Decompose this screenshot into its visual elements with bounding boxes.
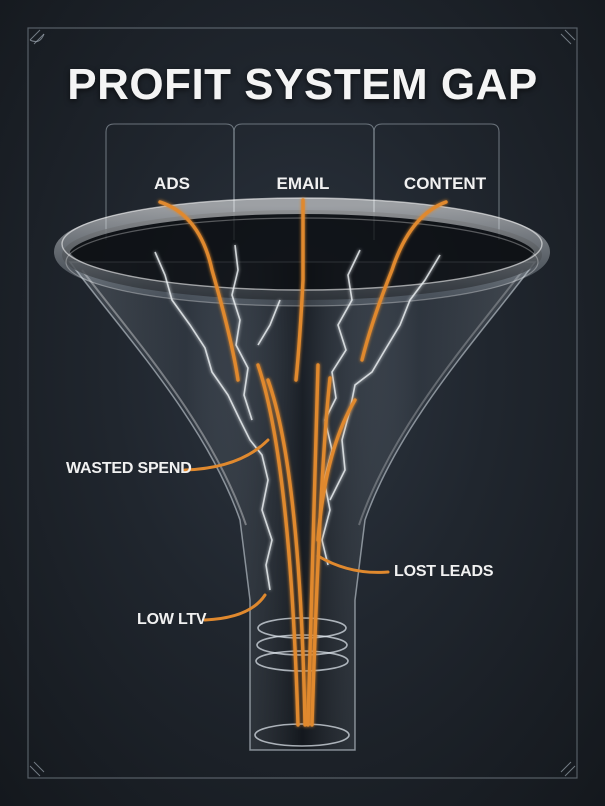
channel-label-ads: ADS bbox=[154, 174, 190, 193]
channel-brackets bbox=[105, 123, 500, 240]
flow-line-2 bbox=[266, 378, 307, 727]
channel-streams bbox=[158, 198, 448, 727]
page-title: PROFIT SYSTEM GAP bbox=[67, 60, 538, 109]
lost-leads-line bbox=[316, 554, 390, 574]
flow-line-1 bbox=[256, 363, 300, 727]
email-stream bbox=[294, 198, 305, 382]
leak-label-lost-leads: LOST LEADS bbox=[394, 563, 494, 580]
ads-stream bbox=[158, 200, 240, 382]
leak-callouts bbox=[183, 438, 390, 622]
content-stream bbox=[360, 200, 448, 362]
wasted-spend-line bbox=[183, 438, 270, 472]
frame-corner-marks bbox=[29, 29, 576, 777]
leak-label-wasted-spend: WASTED SPEND bbox=[66, 460, 192, 477]
flow-line-5 bbox=[316, 398, 357, 542]
cracks bbox=[154, 244, 441, 591]
leak-label-low-ltv: LOW LTV bbox=[137, 611, 207, 628]
flow-line-3 bbox=[306, 363, 320, 727]
channel-label-email: EMAIL bbox=[276, 174, 330, 193]
funnel-body bbox=[68, 261, 537, 751]
channel-label-content: CONTENT bbox=[403, 174, 487, 193]
low-ltv-line bbox=[203, 593, 267, 622]
frame-border bbox=[27, 27, 578, 779]
